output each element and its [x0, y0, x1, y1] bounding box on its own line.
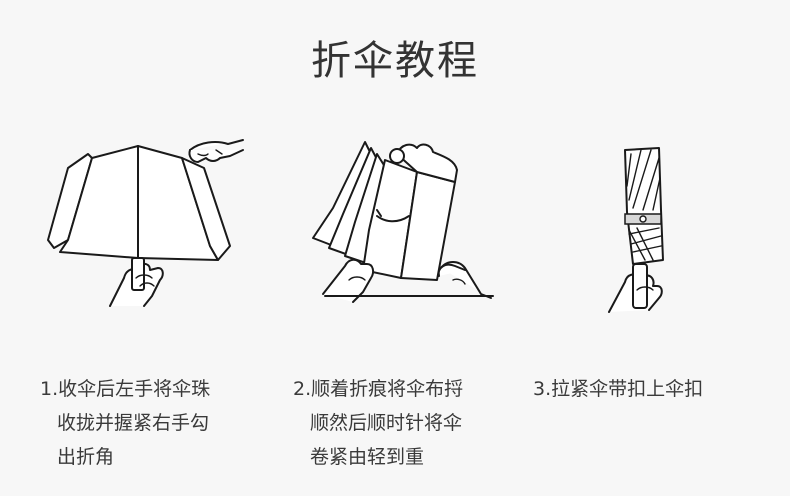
step-1-caption: 1.收伞后左手将伞珠 收拢并握紧右手勾 出折角 [40, 372, 210, 474]
step-2-line-3: 卷紧由轻到重 [310, 446, 425, 468]
step-3-line-1: 3.拉紧伞带扣上伞扣 [533, 378, 704, 400]
step-1-line-2: 收拢并握紧右手勾 [57, 412, 210, 434]
step-2-line-2: 顺然后顺时针将伞 [310, 412, 463, 434]
step-2-caption: 2.顺着折痕将伞布捋 顺然后顺时针将伞 卷紧由轻到重 [293, 372, 463, 474]
step-1-line-1: 1.收伞后左手将伞珠 [40, 378, 211, 400]
step-3-caption: 3.拉紧伞带扣上伞扣 [533, 372, 703, 406]
step-1-line-3: 出折角 [57, 446, 115, 468]
open-umbrella-fold-corner-illustration [40, 128, 255, 318]
umbrella-folding-twist-illustration [305, 130, 500, 315]
page-title: 折伞教程 [311, 38, 479, 84]
rolled-umbrella-strap-illustration [603, 140, 675, 320]
step-2-line-1: 2.顺着折痕将伞布捋 [293, 378, 464, 400]
